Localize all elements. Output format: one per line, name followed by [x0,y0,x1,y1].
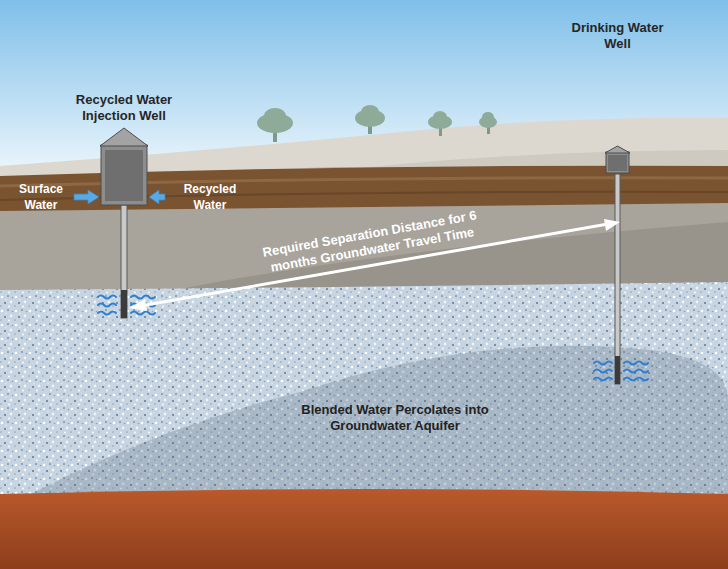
diagram-label: Recycled Water [167,181,253,213]
diagram-label: Blended Water Percolates into Groundwate… [280,402,510,434]
house-panel [608,155,627,171]
bedrock [0,489,728,569]
well-house-shape [605,146,630,174]
well-heading: Drinking Water Well [558,20,678,52]
house-panel [105,150,143,201]
well-heading: Recycled Water Injection Well [64,92,184,124]
house-roof [605,146,630,153]
diagram-label: Surface Water [1,181,81,213]
blended-water-plume [20,346,728,500]
well-house: Recycled Water Injection Well [100,128,148,206]
trees [257,105,497,142]
well-house: Drinking Water Well [605,146,630,174]
house-body [606,152,629,173]
drinking-well-pipe [615,174,620,384]
injection-well-pipe [121,205,127,318]
house-body [101,145,147,205]
flow-waves [98,296,648,381]
well-house-shape [100,128,148,206]
house-roof [100,128,148,146]
